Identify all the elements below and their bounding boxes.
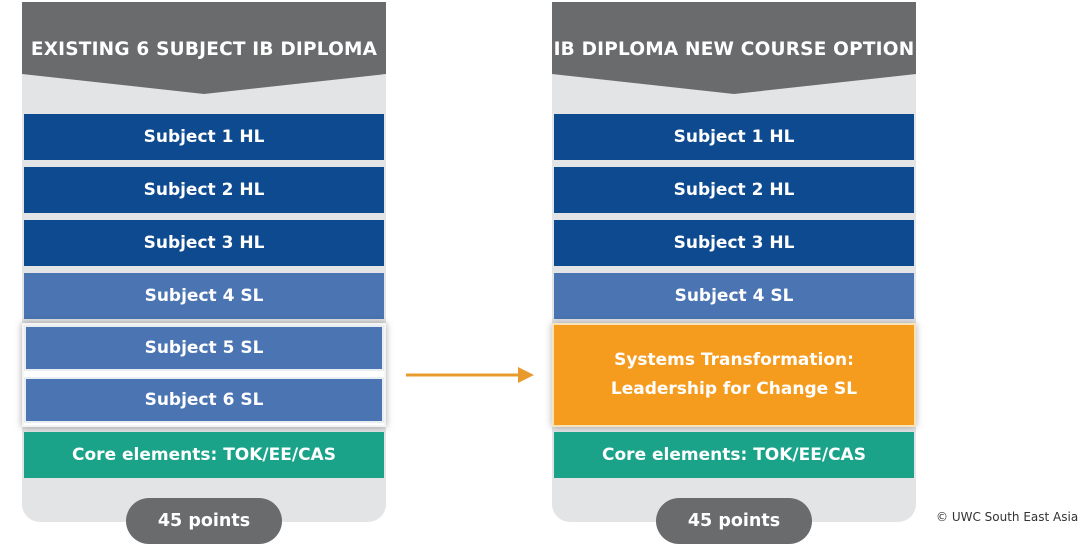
subject-2-hl: Subject 2 HL [554,167,914,213]
subject-4-sl: Subject 4 SL [24,273,384,319]
replaced-subjects-group: Subject 5 SL Subject 6 SL [22,323,386,427]
core-elements: Core elements: TOK/EE/CAS [24,432,384,478]
subject-1-hl: Subject 1 HL [24,114,384,160]
systems-transformation-course: Systems Transformation: Leadership for C… [552,323,916,427]
existing-diploma-column: EXISTING 6 SUBJECT IB DIPLOMA Subject 1 … [22,2,386,522]
subject-3-hl: Subject 3 HL [554,220,914,266]
subject-1-hl: Subject 1 HL [554,114,914,160]
subject-6-sl: Subject 6 SL [24,377,384,423]
copyright-notice: © UWC South East Asia [936,510,1079,524]
core-elements: Core elements: TOK/EE/CAS [554,432,914,478]
header-banner-shape [22,2,386,94]
new-course-title-line2: Leadership for Change SL [610,379,858,399]
new-option-header: IB DIPLOMA NEW COURSE OPTION [552,2,916,94]
existing-diploma-header: EXISTING 6 SUBJECT IB DIPLOMA [22,2,386,94]
left-points-badge: 45 points [126,498,282,544]
existing-diploma-title: EXISTING 6 SUBJECT IB DIPLOMA [30,39,378,60]
subject-5-sl: Subject 5 SL [24,325,384,371]
subject-3-hl: Subject 3 HL [24,220,384,266]
subject-4-sl: Subject 4 SL [554,273,914,319]
subject-2-hl: Subject 2 HL [24,167,384,213]
new-option-column: IB DIPLOMA NEW COURSE OPTION Subject 1 H… [552,2,916,522]
header-banner-shape [552,2,916,94]
new-option-title: IB DIPLOMA NEW COURSE OPTION [553,39,915,60]
arrow-right-icon [406,367,534,383]
new-course-title-line1: Systems Transformation: [614,350,854,370]
right-points-badge: 45 points [656,498,812,544]
